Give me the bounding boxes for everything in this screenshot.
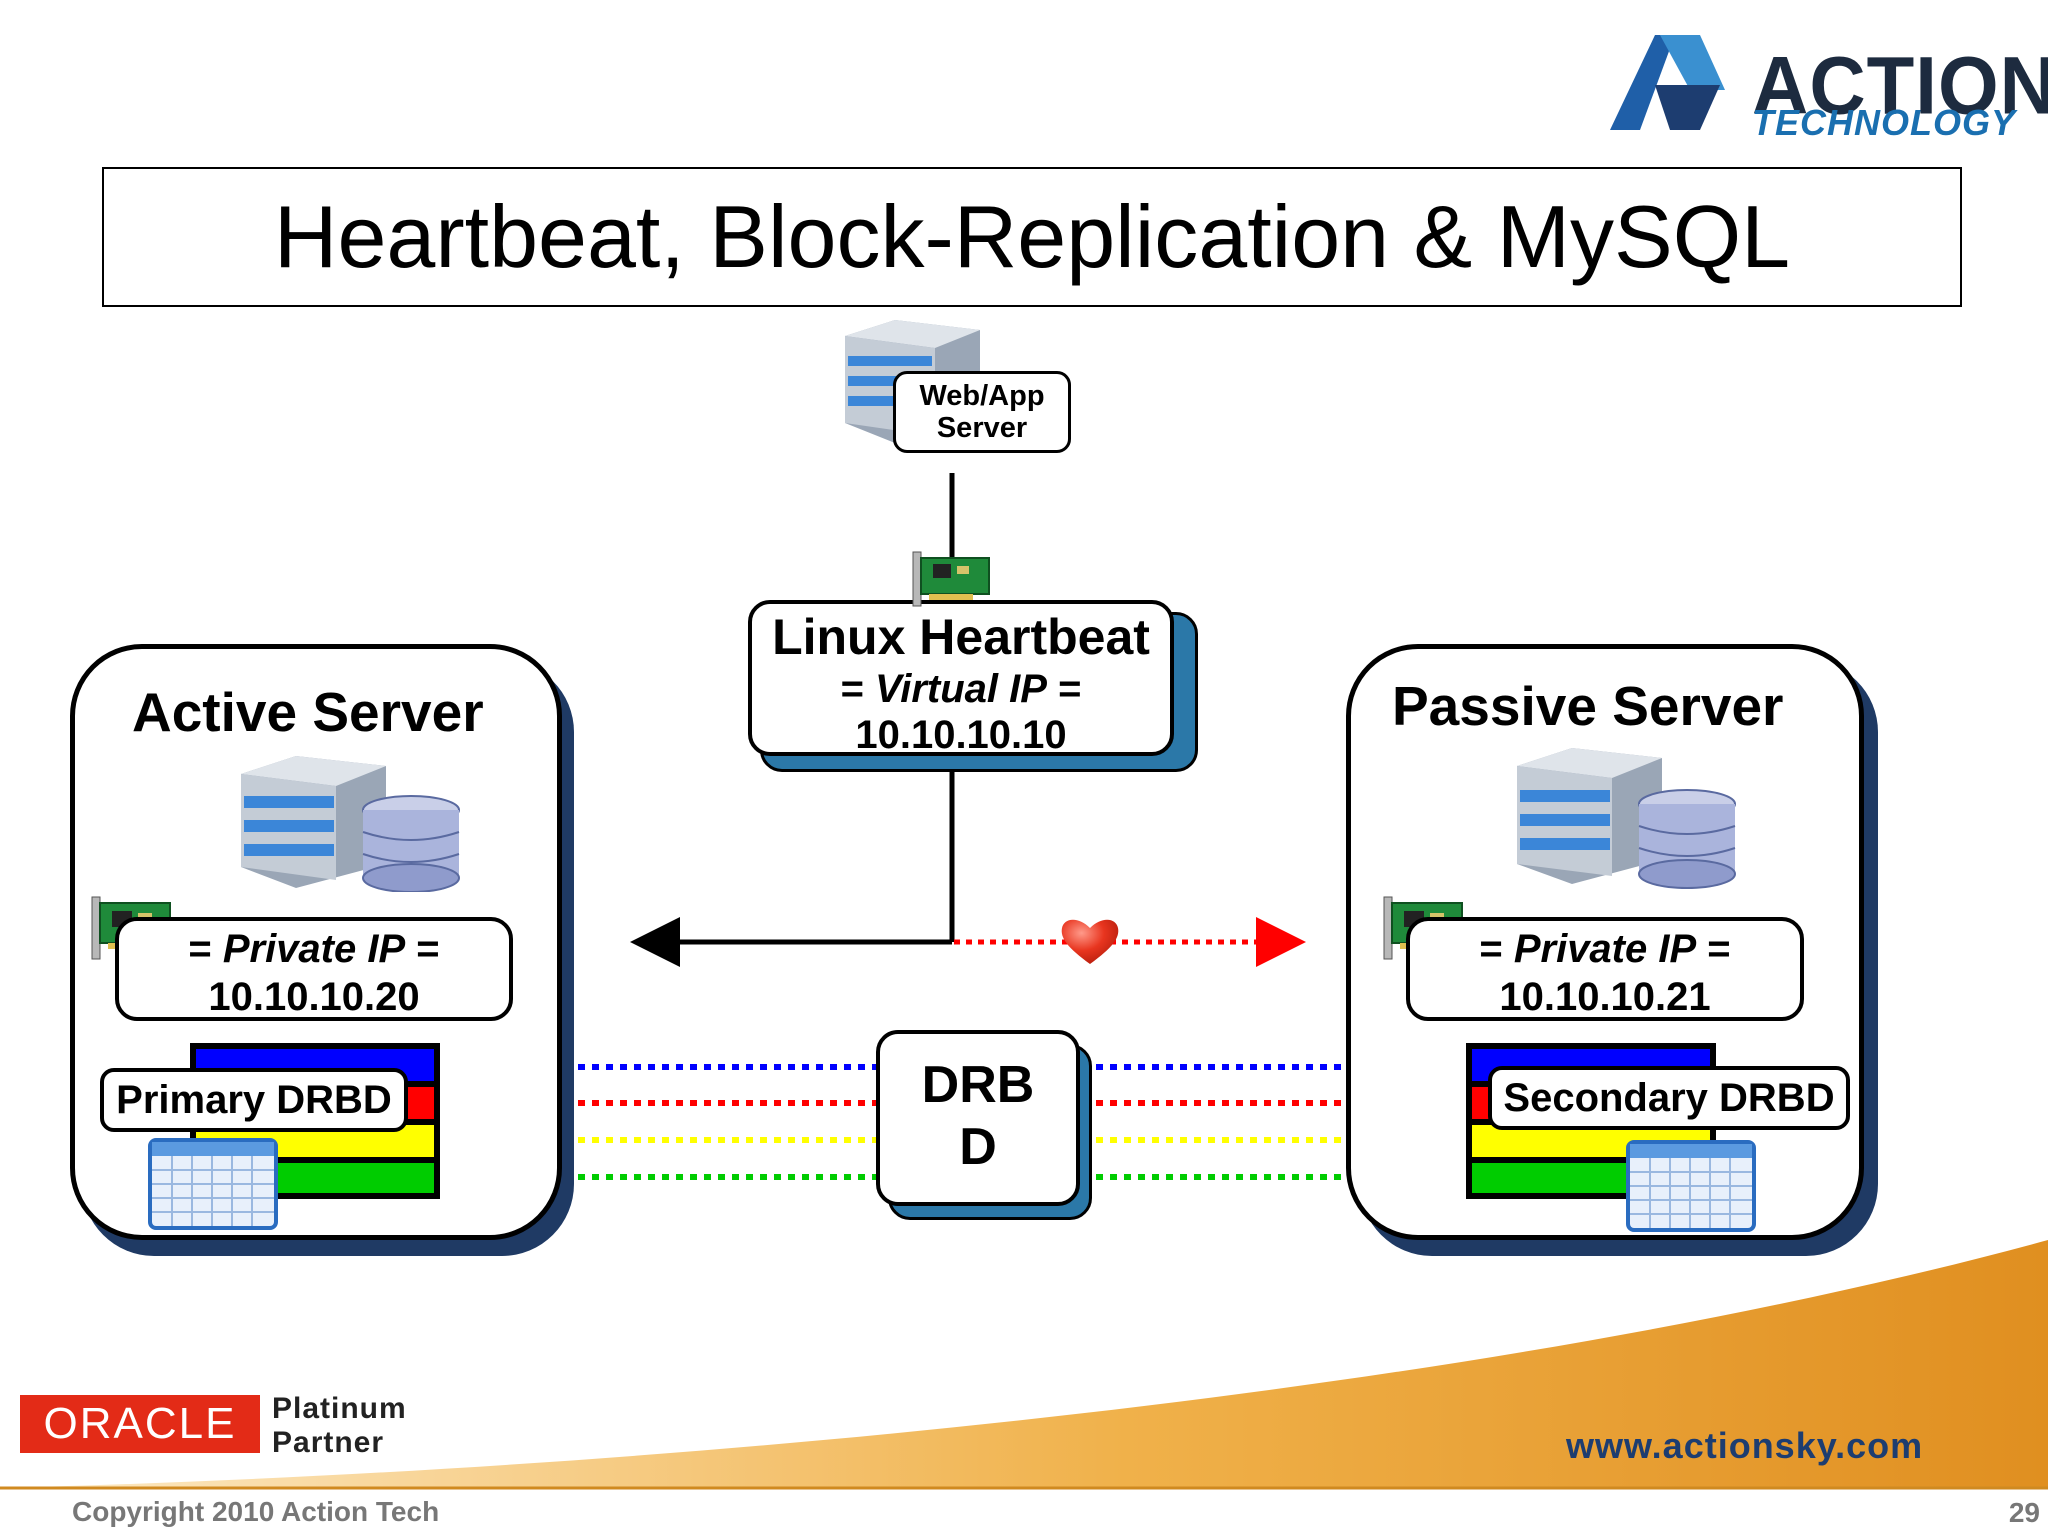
action-logo-icon <box>1610 35 1725 130</box>
database-server-icon <box>241 756 460 892</box>
passive-server-title: Passive Server <box>1392 675 1784 737</box>
passive-ip-box: = Private IP = 10.10.10.21 <box>1406 917 1804 1021</box>
passive-ip-value: 10.10.10.21 <box>1499 975 1711 1019</box>
page-title: Heartbeat, Block-Replication & MySQL <box>273 187 1791 286</box>
heartbeat-vip-label: = Virtual IP = <box>840 667 1082 711</box>
web-app-server-label: Web/App Server <box>893 371 1071 453</box>
passive-table-icon <box>1626 1140 1756 1232</box>
oracle-logo-text: ORACLE <box>43 1399 237 1448</box>
active-ip-box: = Private IP = 10.10.10.20 <box>115 917 513 1021</box>
web-app-label-line1: Web/App <box>919 380 1045 412</box>
heartbeat-vip-value: 10.10.10.10 <box>855 713 1067 757</box>
copyright-text: Copyright 2010 Action Tech <box>72 1496 440 1527</box>
active-ip-label: = Private IP = <box>188 927 440 971</box>
primary-drbd-label: Primary DRBD <box>100 1068 408 1132</box>
active-server-title: Active Server <box>132 681 484 743</box>
passive-ip-label: = Private IP = <box>1479 927 1731 971</box>
secondary-drbd-label: Secondary DRBD <box>1488 1066 1850 1130</box>
drbd-line1: DRB <box>921 1056 1035 1114</box>
network-card-icon <box>912 551 990 607</box>
heartbeat-title: Linux Heartbeat <box>772 609 1150 665</box>
oracle-logo: ORACLE <box>20 1395 260 1453</box>
active-table-icon <box>148 1138 278 1230</box>
heart-icon <box>1061 919 1119 964</box>
heartbeat-box: Linux Heartbeat = Virtual IP = 10.10.10.… <box>748 600 1174 757</box>
website-url: www.actionsky.com <box>1566 1425 1924 1466</box>
partner-level: Platinum <box>272 1392 407 1425</box>
drbd-box: DRB D <box>876 1030 1080 1206</box>
drbd-line2: D <box>959 1118 997 1176</box>
page-number: 29 <box>2008 1497 2040 1528</box>
title-box: Heartbeat, Block-Replication & MySQL <box>102 167 1962 307</box>
web-app-label-line2: Server <box>936 412 1028 444</box>
logo-text-technology: TECHNOLOGY <box>1752 102 2017 143</box>
active-ip-value: 10.10.10.20 <box>208 975 420 1019</box>
passive-database-server-icon <box>1517 748 1736 889</box>
partner-type: Partner <box>272 1426 385 1459</box>
logo-text-action: ACTION <box>1752 38 2048 132</box>
